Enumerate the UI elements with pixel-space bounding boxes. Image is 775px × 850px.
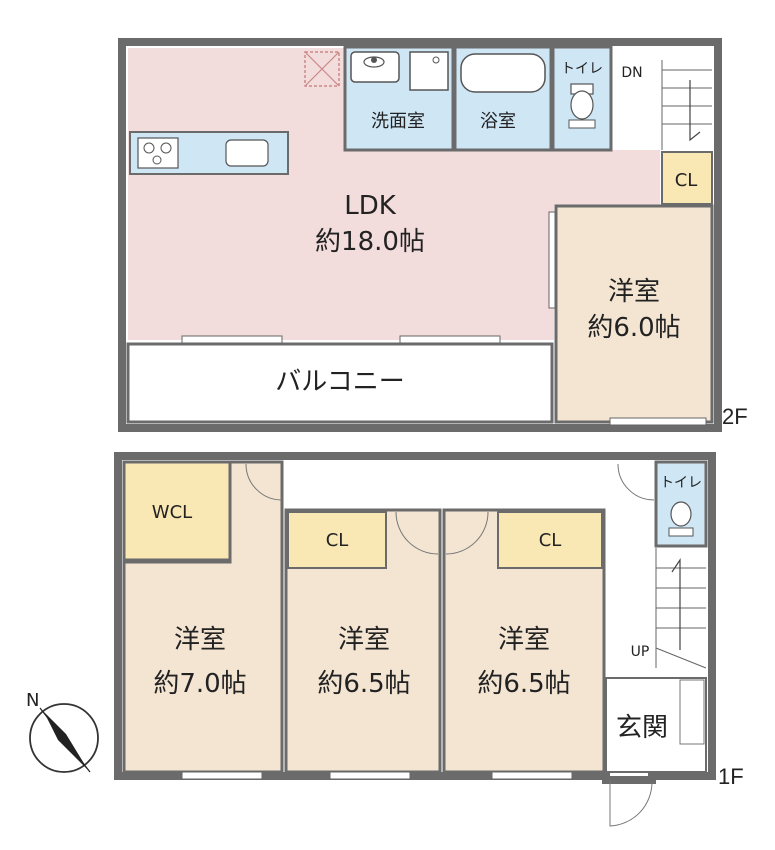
washing-machine-icon	[409, 51, 449, 91]
window-1f-1	[181, 771, 263, 780]
bathtub-icon	[460, 53, 546, 93]
compass-north-label: N	[26, 690, 39, 711]
stove-icon	[137, 137, 179, 169]
closet2	[661, 151, 713, 205]
wcl-label: WCL	[152, 502, 192, 523]
closet1-a-label: CL	[326, 530, 349, 551]
door-arc-left	[245, 463, 283, 501]
door-arc-middle	[395, 511, 439, 555]
western-room-6-size: 約6.0帖	[587, 313, 680, 343]
room-left-name: 洋室	[174, 625, 226, 655]
entrance-label: 玄関	[616, 713, 668, 743]
room-left-size: 約7.0帖	[153, 669, 246, 699]
ldk-size: 約18.0帖	[315, 227, 425, 257]
toilet1-label: トイレ	[660, 475, 702, 491]
bathroom-label: 浴室	[480, 111, 516, 132]
window-2f-door	[548, 211, 556, 309]
stair2-arrow-icon	[689, 80, 701, 142]
balcony-label: バルコニー	[275, 367, 404, 397]
ldk-floor	[128, 48, 660, 340]
room-middle-size: 約6.5帖	[317, 669, 410, 699]
stairs2-area	[613, 47, 713, 150]
entrance-door-arc	[609, 780, 653, 827]
toilet2-label: トイレ	[561, 61, 603, 77]
ldk-name: LDK	[344, 191, 397, 221]
compass: N	[26, 690, 99, 773]
burner-icon-3	[152, 155, 162, 165]
closet2-label: CL	[675, 170, 698, 191]
stairs-up-label: UP	[631, 644, 650, 660]
floor2-label: 2F	[722, 404, 748, 429]
room-middle-name: 洋室	[338, 625, 390, 655]
fridge-space-cross-b	[304, 51, 340, 87]
toilet1-tank-icon	[668, 527, 694, 537]
door-arc-toilet1	[617, 463, 655, 501]
closet1-a	[287, 511, 387, 569]
closet1-b	[497, 511, 603, 569]
western-room-6	[554, 204, 714, 424]
room-right-size: 約6.5帖	[477, 669, 570, 699]
floor-1: WCL CL CL トイレ UP 洋室 約7.0帖 洋室 約6.5帖 洋室 約6…	[114, 452, 744, 827]
stairs-dn-label: DN	[621, 65, 642, 81]
room-right-name: 洋室	[498, 625, 550, 655]
wcl-area	[122, 460, 232, 562]
window-2f-3	[609, 417, 707, 426]
washroom-label: 洗面室	[371, 111, 425, 132]
washing-machine-dial-icon	[432, 56, 440, 64]
compass-axis	[39, 707, 91, 773]
window-2f-2	[399, 335, 501, 344]
western-room-6-name: 洋室	[608, 277, 660, 307]
burner-icon-2	[160, 142, 172, 154]
stair1-arrow-icon	[671, 558, 681, 650]
floor1-label: 1F	[718, 764, 744, 789]
window-1f-3	[491, 771, 573, 780]
burner-icon-1	[143, 142, 155, 154]
toilet2-seat-icon	[568, 119, 596, 129]
kitchen-sink-icon	[225, 139, 269, 167]
floor-2: 洗面室 浴室 トイレ DN CL LDK 約18.0帖 洋室 約6.0帖 バルコ…	[118, 38, 748, 432]
room-left	[122, 460, 284, 774]
washbasin-tap-icon	[371, 57, 377, 63]
window-1f-2	[329, 771, 411, 780]
fridge-space-icon	[304, 51, 340, 87]
toilet1-bowl-icon	[670, 501, 692, 527]
closet1-b-label: CL	[539, 530, 562, 551]
balcony-area	[126, 342, 554, 424]
shoe-cabinet	[679, 679, 705, 745]
door-arc-right	[445, 511, 489, 555]
toilet2-bowl-icon	[570, 90, 594, 120]
window-2f-1	[181, 335, 283, 344]
stair1-line-5	[655, 647, 707, 669]
